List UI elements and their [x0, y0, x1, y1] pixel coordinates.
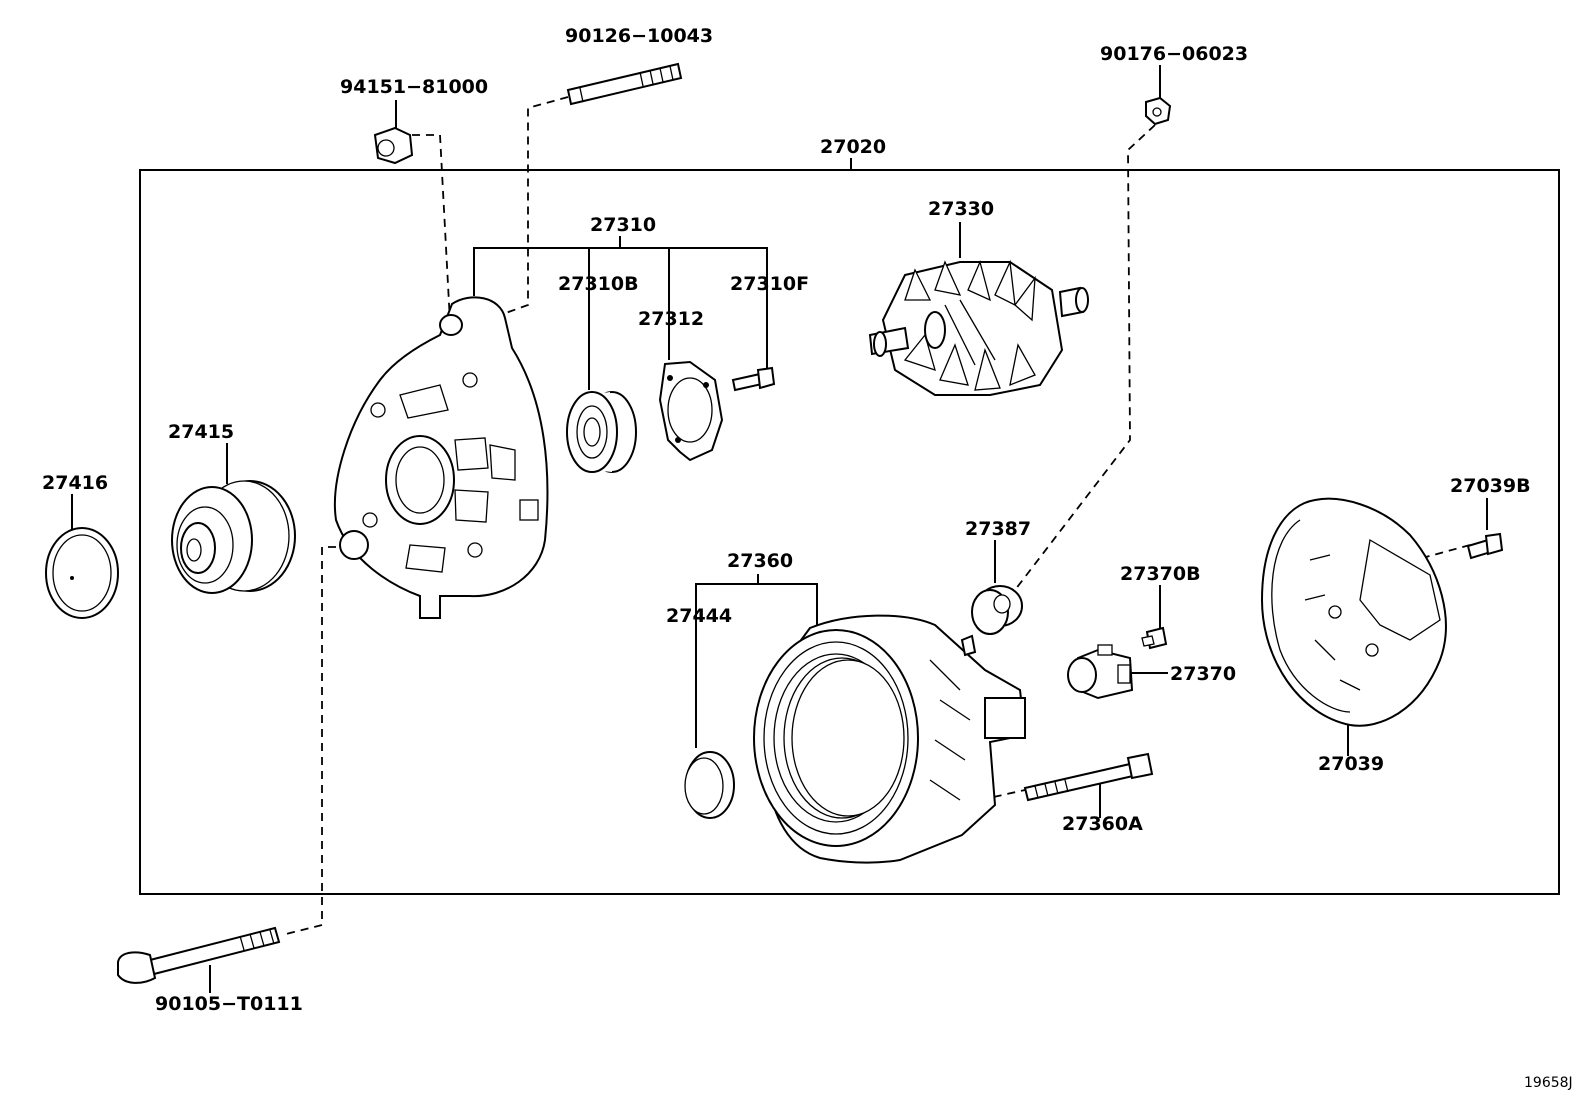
screw-27370B-icon	[1141, 626, 1168, 650]
cap-27416-icon	[45, 527, 119, 619]
ring-27444-icon	[684, 751, 735, 819]
label-27310F: 27310F	[730, 273, 809, 295]
leader-27360	[695, 583, 818, 748]
screw-27039B-icon	[1466, 532, 1504, 560]
label-27370: 27370	[1170, 663, 1236, 685]
label-27387: 27387	[965, 518, 1031, 540]
label-27370B: 27370B	[1120, 563, 1201, 585]
nut-90176-icon	[1145, 96, 1172, 126]
dash-94151	[412, 134, 451, 323]
label-90105-T0111: 90105−T0111	[155, 993, 303, 1015]
label-27310: 27310	[590, 214, 656, 236]
rear-cover-27039-icon	[1260, 497, 1447, 727]
label-90126-10043: 90126−10043	[565, 25, 713, 47]
bearing-27310B-icon	[566, 391, 637, 473]
label-27020: 27020	[820, 136, 886, 158]
assembly-frame	[139, 169, 1560, 895]
label-27415: 27415	[168, 421, 234, 443]
stud-90126-icon	[566, 62, 683, 106]
label-27416: 27416	[42, 472, 108, 494]
rectifier-end-frame-27360-icon	[753, 614, 1027, 864]
label-27444: 27444	[666, 605, 732, 627]
pulley-27415-icon	[171, 480, 296, 594]
label-94151-81000: 94151−81000	[340, 76, 488, 98]
cap-27387-icon	[971, 585, 1023, 635]
label-27360: 27360	[727, 550, 793, 572]
label-27039B: 27039B	[1450, 475, 1531, 497]
leader-27310	[473, 247, 768, 370]
bolt-90105-icon	[117, 926, 281, 984]
label-27310B: 27310B	[558, 273, 639, 295]
label-27039: 27039	[1318, 753, 1384, 775]
rotor-27330-icon	[868, 259, 1089, 396]
drive-end-frame-icon	[334, 296, 549, 619]
label-27360A: 27360A	[1062, 813, 1143, 835]
bolt-27360A-icon	[1023, 752, 1154, 802]
screw-27310F-icon	[731, 366, 776, 392]
dash-90105	[281, 546, 350, 936]
dash-90176	[1014, 124, 1156, 591]
label-27312: 27312	[638, 308, 704, 330]
nut-94151-icon	[373, 126, 414, 165]
brush-holder-27370-icon	[1067, 644, 1134, 700]
label-27330: 27330	[928, 198, 994, 220]
label-90176-06023: 90176−06023	[1100, 43, 1248, 65]
figure-id: 19658J	[1524, 1075, 1573, 1091]
retainer-plate-27312-icon	[658, 360, 724, 462]
dash-90126	[499, 96, 569, 316]
